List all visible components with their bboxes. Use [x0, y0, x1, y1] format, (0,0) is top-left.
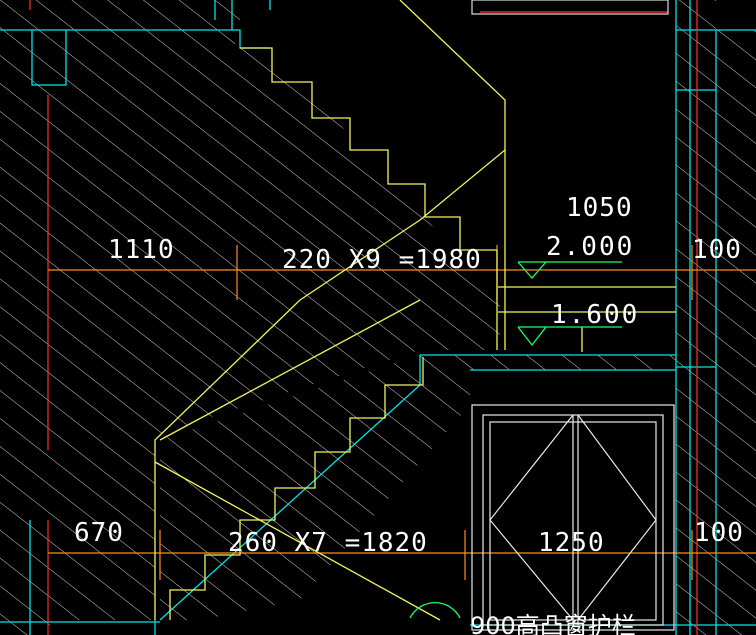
upper-flight-steps — [240, 47, 497, 251]
dim-left-lower: 670 — [74, 518, 124, 548]
dim-upper-flight: 220 X9 =1980 — [282, 245, 482, 275]
lower-flight-steps — [169, 357, 424, 620]
dim-top-right: 1050 — [566, 193, 633, 223]
level-markers — [409, 261, 622, 619]
level-upper-label: 2.000 — [546, 232, 634, 262]
hatch-right-wall — [676, 0, 716, 635]
dim-right-lower: 100 — [694, 518, 744, 548]
hatch-top-strip — [0, 0, 240, 30]
window-guardrail-note: 900高凸窗护栏 — [470, 612, 636, 635]
upper-flight-outline — [154, 0, 506, 620]
hatch-left-wall — [0, 30, 50, 635]
window — [471, 0, 675, 631]
dim-lower-flight: 260 X7 =1820 — [228, 528, 428, 558]
axis-lines — [29, 0, 698, 635]
dim-window-width: 1250 — [538, 528, 605, 558]
hatch-lower-landing — [160, 355, 676, 620]
level-lower-label: 1.600 — [551, 300, 639, 330]
dim-right-upper: 100 — [692, 235, 742, 265]
stair-flights — [154, 0, 676, 621]
dim-left-upper: 1110 — [108, 235, 175, 265]
hatch-far-right — [716, 30, 756, 635]
